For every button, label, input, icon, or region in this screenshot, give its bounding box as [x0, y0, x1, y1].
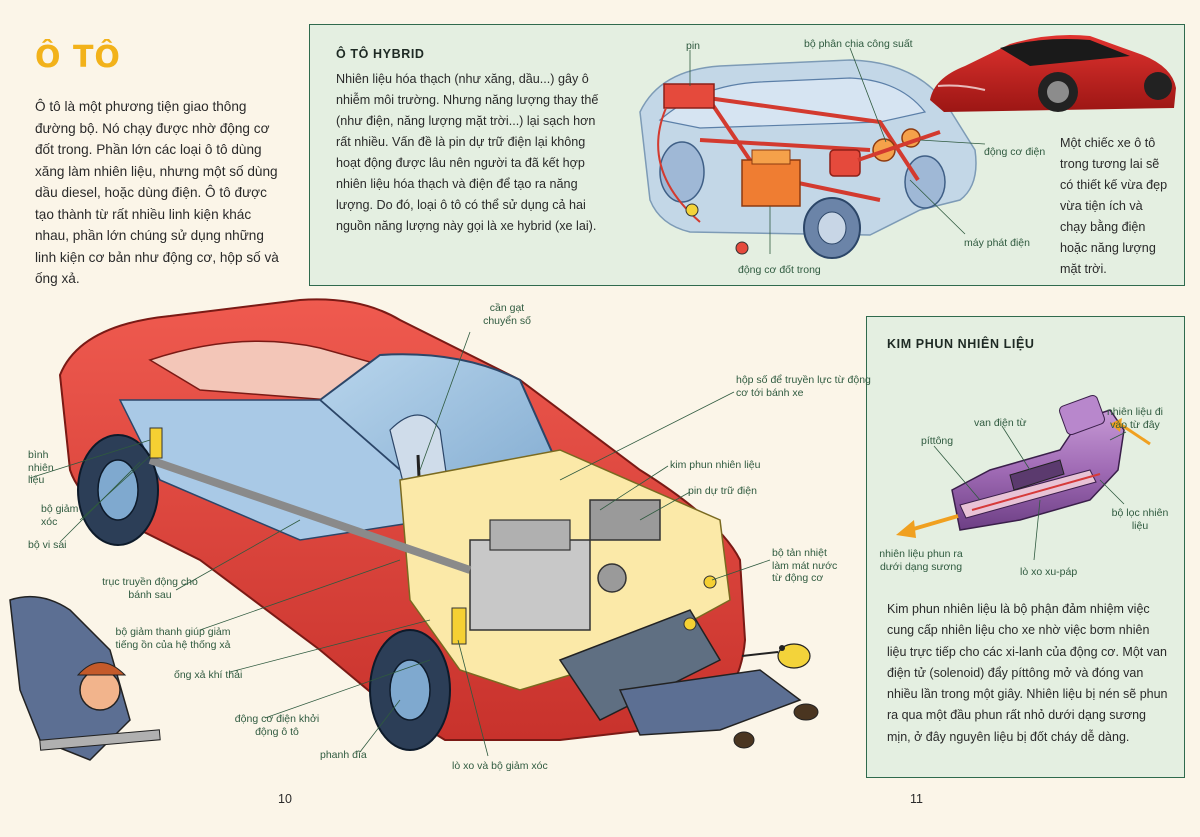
page-title: Ô TÔ: [35, 40, 121, 75]
label-combustion-engine: động cơ đốt trong: [738, 264, 821, 276]
hybrid-car-diagram: [639, 59, 977, 259]
label-radiator: bộ tản nhiệt làm mát nước từ động cơ: [772, 547, 838, 584]
page-number-right: 11: [910, 792, 923, 806]
mechanic-right-illustration: [618, 643, 819, 749]
label-muffler: bộ giảm thanh giúp giảm tiếng ồn của hệ …: [115, 626, 231, 651]
injector-leaders: [933, 425, 1127, 561]
label-fuel-injector: kim phun nhiên liệu: [670, 459, 761, 471]
main-car-cutaway: [58, 298, 747, 751]
hybrid-title: Ô TÔ HYBRID: [336, 47, 425, 61]
label-gearbox: hộp số để truyền lực từ động cơ tới bánh…: [736, 374, 871, 399]
label-driveshaft: trục truyền động cho bánh sau: [102, 576, 198, 601]
hybrid-text: Nhiên liệu hóa thạch (như xăng, dầu...) …: [336, 72, 599, 233]
label-differential: bộ vi sai: [28, 539, 67, 551]
label-disc-brake: phanh đĩa: [320, 749, 367, 761]
label-fuel-in: nhiên liệu đi vào từ đây: [1106, 406, 1164, 431]
injector-panel: KIM PHUN NHIÊN LIỆU Kim phun nhiên liệu …: [866, 316, 1185, 778]
injector-diagram: [896, 394, 1151, 538]
page-number-left: 10: [278, 792, 292, 806]
car-leaders: [29, 331, 771, 757]
label-spring-shock: lò xo và bộ giảm xóc: [452, 760, 548, 772]
hybrid-leaders: [689, 47, 986, 254]
injector-title: KIM PHUN NHIÊN LIỆU: [887, 337, 1035, 351]
mechanic-left-illustration: [9, 595, 161, 761]
label-generator: máy phát điện: [964, 237, 1030, 249]
label-valve-spring: lò xo xu-páp: [1020, 566, 1078, 578]
future-car-image: [930, 35, 1176, 112]
label-solenoid: van điện từ: [974, 417, 1027, 429]
label-fuel-filter: bộ lọc nhiên liệu: [1111, 507, 1169, 532]
injector-text: Kim phun nhiên liệu là bộ phận đảm nhiệm…: [887, 602, 1168, 744]
label-gear-lever: cần gạt chuyển số: [483, 302, 531, 327]
label-exhaust: ống xả khí thải: [174, 669, 243, 681]
intro-paragraph: Ô tô là một phương tiện giao thông đường…: [35, 99, 279, 286]
label-battery: pin dự trữ điện: [688, 485, 757, 497]
label-spray: nhiên liệu phun ra dưới dạng sương: [879, 548, 963, 573]
label-pin: pin: [686, 40, 701, 52]
label-shock-absorber: bộ giảm xóc: [41, 503, 79, 528]
label-power-splitter: bộ phân chia công suất: [804, 38, 913, 50]
future-car-caption: Một chiếc xe ô tô trong tương lai sẽ có …: [1060, 136, 1168, 276]
label-piston: píttông: [921, 435, 954, 447]
label-electric-motor: động cơ điện: [984, 146, 1046, 158]
label-starter-motor: động cơ điện khởi động ô tô: [234, 713, 320, 738]
label-fuel-tank: bình nhiên liệu: [28, 449, 54, 486]
